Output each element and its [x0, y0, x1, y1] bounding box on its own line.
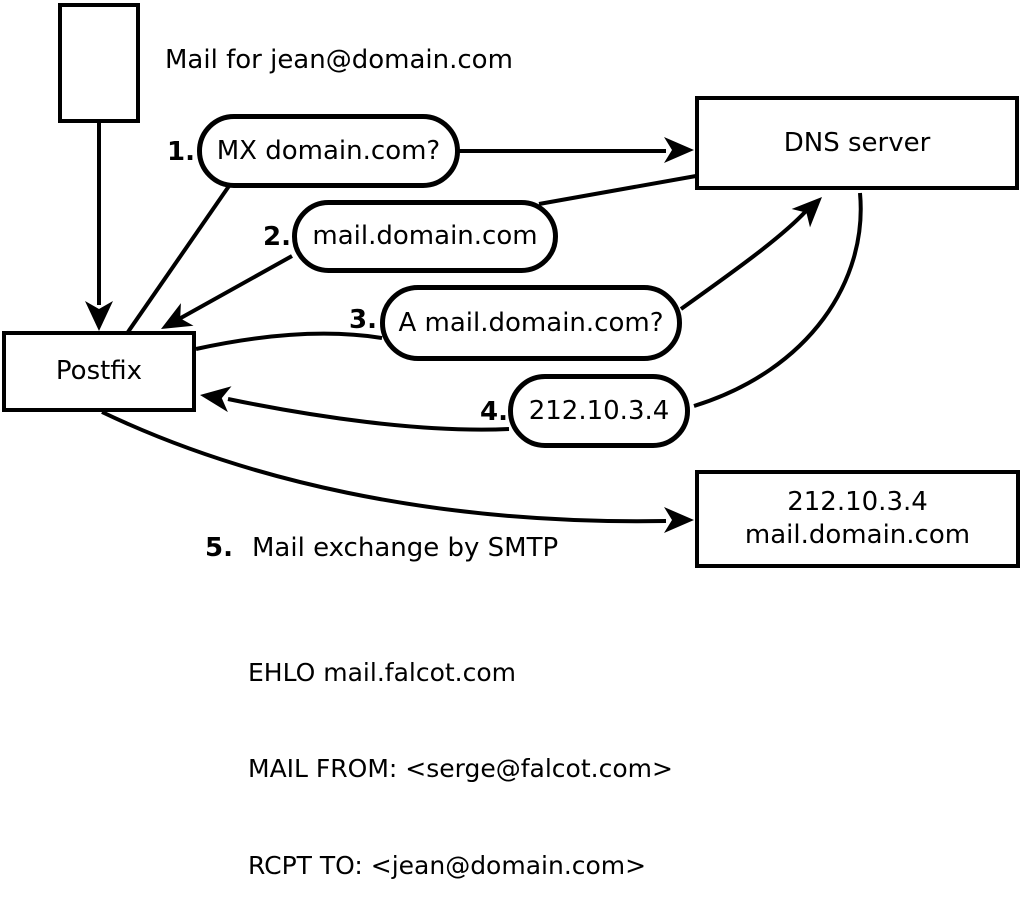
mail-for-note: Mail for jean@domain.com	[165, 45, 513, 75]
step-4-number: 4.	[480, 397, 508, 427]
step-5-label: Mail exchange by SMTP	[252, 533, 559, 563]
destination-hostname: mail.domain.com	[744, 520, 971, 550]
smtp-line: EHLO mail.falcot.com	[248, 657, 517, 687]
step-2-pill-mx-answer: mail.domain.com	[292, 200, 558, 273]
step-3-pill-a-query: A mail.domain.com?	[380, 285, 682, 361]
arrowhead-into-postfix-from-pill4	[200, 386, 232, 413]
dns-server-label: DNS server	[783, 127, 931, 158]
smtp-line: MAIL FROM: <serge@falcot.com>	[248, 754, 673, 784]
step-1-pill-mx-query: MX domain.com?	[197, 114, 460, 188]
step-3-number: 3.	[349, 305, 377, 335]
step-2-label: mail.domain.com	[312, 221, 538, 251]
destination-server-node: 212.10.3.4 mail.domain.com	[695, 470, 1020, 568]
arrowhead-into-postfix-top	[85, 301, 113, 331]
line-dns-to-pill2	[538, 174, 697, 206]
smtp-transcript: EHLO mail.falcot.com MAIL FROM: <serge@f…	[248, 592, 673, 919]
step-3-label: A mail.domain.com?	[398, 307, 664, 338]
line-postfix-to-destination	[101, 410, 667, 524]
step-1-number: 1.	[167, 137, 195, 167]
postfix-label: Postfix	[55, 356, 143, 386]
step-2-number: 2.	[263, 222, 291, 252]
line-pill4-to-postfix	[227, 397, 510, 432]
line-postfix-to-pill3	[195, 331, 383, 351]
line-dns-to-pill4	[693, 192, 863, 408]
line-pill3-to-dns	[679, 209, 808, 311]
mail-message-icon	[58, 3, 140, 123]
arrowhead-into-dns-from-pill1	[664, 137, 694, 163]
line-postfix-to-pill1	[126, 184, 231, 334]
step-5-number: 5.	[205, 533, 233, 563]
line-pill2-to-postfix	[169, 254, 293, 326]
dns-server-node: DNS server	[695, 96, 1019, 190]
postfix-node: Postfix	[2, 331, 196, 412]
arrowhead-into-destination	[664, 507, 694, 533]
destination-ip: 212.10.3.4	[787, 487, 928, 517]
step-4-label: 212.10.3.4	[528, 395, 670, 426]
step-1-label: MX domain.com?	[216, 135, 441, 166]
arrowhead-into-postfix-from-pill2	[161, 303, 194, 329]
arrowhead-into-dns-from-pill3	[791, 197, 822, 228]
smtp-line: RCPT TO: <jean@domain.com>	[248, 851, 647, 881]
step-4-pill-a-answer: 212.10.3.4	[508, 374, 690, 448]
